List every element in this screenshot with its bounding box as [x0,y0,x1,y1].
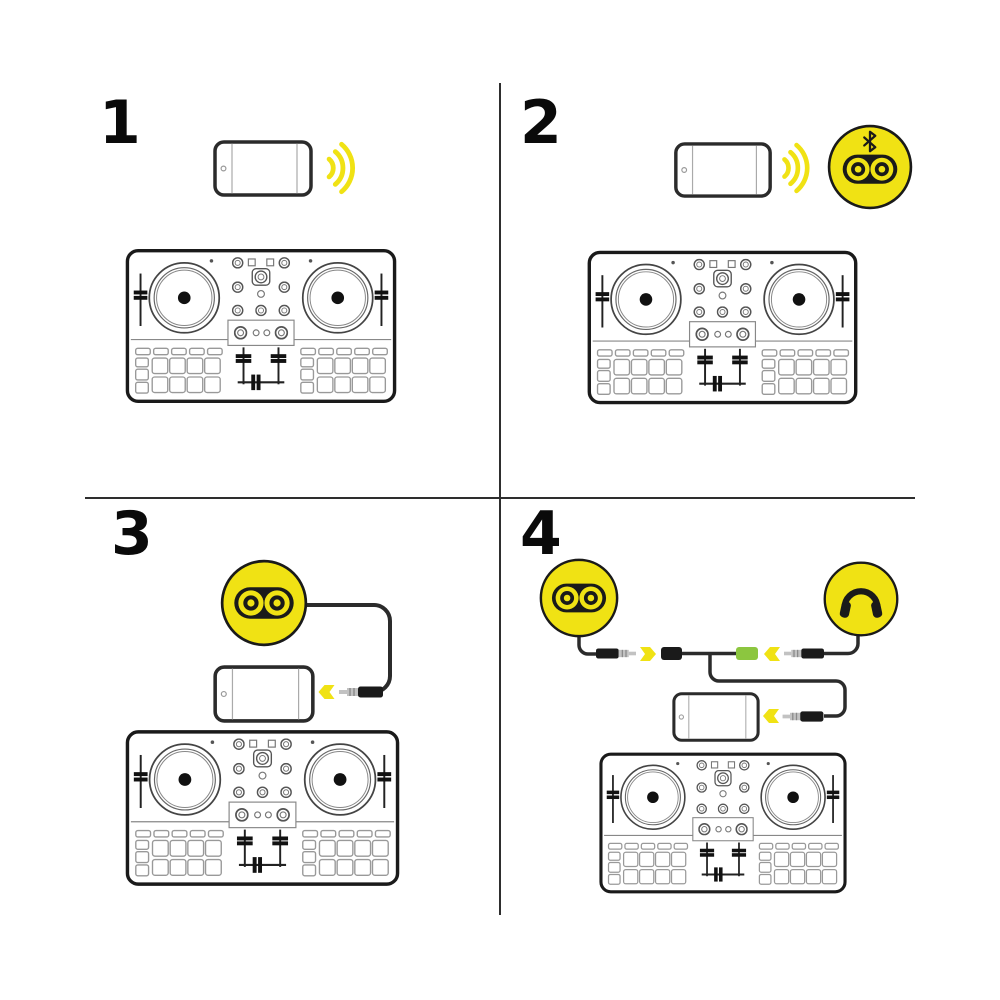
jack-plug-icon [784,647,824,660]
dj-controller-icon [127,251,394,402]
panel-2-illustration [589,124,913,402]
splitter-input-connector [661,647,682,660]
audio-cable [306,603,392,694]
arrow-left-icon [764,647,780,661]
panel-3-illustration [127,559,397,884]
speaker-icon [539,558,619,638]
panel-1-illustration [127,140,394,402]
step-1-number: 1 [99,88,141,158]
signal-waves-icon [329,144,353,191]
speaker-cable [577,636,598,656]
smartphone-icon [672,692,760,742]
arrow-left-icon [763,709,779,723]
horizontal-divider [85,497,915,499]
step-4-number: 4 [520,499,562,569]
step-2-number: 2 [520,88,562,158]
vertical-divider [499,83,501,915]
speaker-icon [220,559,308,647]
jack-plug-icon [782,710,824,723]
splitter-cable [682,651,847,718]
dj-controller-icon [601,754,845,892]
splitter-green-connector [736,647,758,660]
headphones-icon [825,563,898,636]
panel-4-illustration [539,558,898,892]
signal-waves-icon [785,145,808,191]
step-3-number: 3 [111,499,153,569]
jack-plug-icon [338,685,384,699]
headphone-cable [823,636,860,656]
smartphone-icon [674,142,772,198]
smartphone-icon [213,140,313,197]
smartphone-icon [213,665,315,723]
dj-controller-icon [589,252,855,402]
dj-controller-icon [127,732,397,884]
jack-plug-icon [596,647,636,660]
bluetooth-speaker-icon [827,124,913,210]
arrow-right-icon [640,647,656,661]
arrow-left-icon [318,685,335,699]
